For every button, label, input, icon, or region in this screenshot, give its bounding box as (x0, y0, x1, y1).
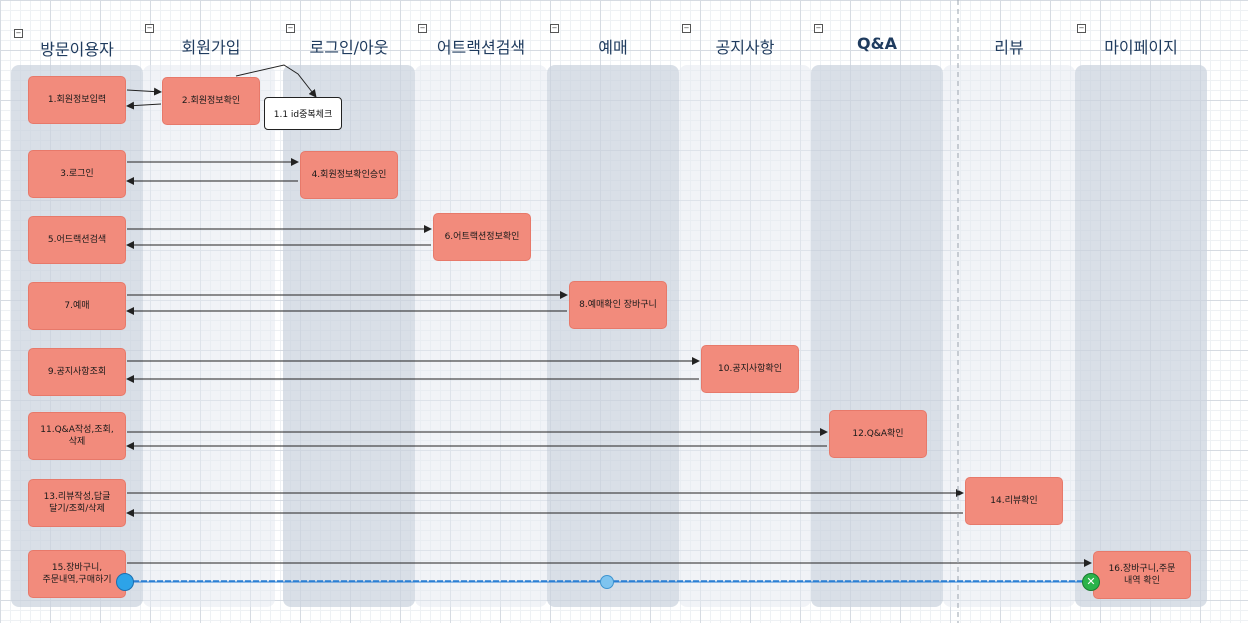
lane-title-qna[interactable]: Q&A (857, 34, 897, 53)
connector-mid-handle[interactable] (600, 575, 614, 589)
collapse-toggle[interactable]: − (145, 24, 154, 33)
lane-title-signup[interactable]: 회원가입 (181, 38, 241, 57)
step-attraction-search[interactable]: 5.어드랙션검색 (28, 216, 126, 264)
step-login[interactable]: 3.로그인 (28, 150, 126, 198)
step-booking[interactable]: 7.예매 (28, 282, 126, 330)
step-member-info-check[interactable]: 2.회원정보확인 (162, 77, 260, 125)
lane-title-visitor[interactable]: 방문이용자 (40, 40, 114, 59)
collapse-toggle[interactable]: − (682, 24, 691, 33)
lane-title-review[interactable]: 리뷰 (994, 38, 1024, 57)
collapse-toggle[interactable]: − (550, 24, 559, 33)
collapse-toggle[interactable]: − (814, 24, 823, 33)
lane-title-booking[interactable]: 예매 (598, 38, 628, 57)
lane-notice (679, 65, 811, 607)
step-notice-view[interactable]: 9.공지사항조회 (28, 348, 126, 396)
step-member-info-input[interactable]: 1.회원정보입력 (28, 76, 126, 124)
step-attraction-info[interactable]: 6.어트랙션정보확인 (433, 213, 531, 261)
connector-end-handle-icon[interactable]: ✕ (1082, 573, 1100, 591)
lane-booking (547, 65, 679, 607)
step-member-approval[interactable]: 4.회원정보확인승인 (300, 151, 398, 199)
step-booking-cart[interactable]: 8.예매확인 장바구니 (569, 281, 667, 329)
step-qna-write[interactable]: 11.Q&A작성,조회, 삭제 (28, 412, 126, 460)
step-review-check[interactable]: 14.리뷰확인 (965, 477, 1063, 525)
step-review-write[interactable]: 13.리뷰작성,답글 달기/조회/삭제 (28, 479, 126, 527)
collapse-toggle[interactable]: − (286, 24, 295, 33)
lane-title-attraction[interactable]: 어트랙션검색 (436, 38, 526, 57)
lane-attraction (415, 65, 547, 607)
connector-start-handle[interactable] (116, 573, 134, 591)
lane-title-mypage[interactable]: 마이페이지 (1104, 38, 1178, 57)
collapse-toggle[interactable]: − (1077, 24, 1086, 33)
lane-title-login[interactable]: 로그인/아웃 (309, 38, 389, 57)
lane-mypage (1075, 65, 1207, 607)
step-id-duplicate-check[interactable]: 1.1 id중복체크 (264, 97, 342, 130)
step-notice-check[interactable]: 10.공지사항확인 (701, 345, 799, 393)
lane-qna (811, 65, 943, 607)
collapse-toggle[interactable]: − (418, 24, 427, 33)
lane-title-notice[interactable]: 공지사항 (715, 38, 775, 57)
lane-signup (143, 65, 275, 607)
step-cart-order-check[interactable]: 16.장바구니,주문 내역 확인 (1093, 551, 1191, 599)
step-qna-check[interactable]: 12.Q&A확인 (829, 410, 927, 458)
collapse-toggle[interactable]: − (14, 29, 23, 38)
